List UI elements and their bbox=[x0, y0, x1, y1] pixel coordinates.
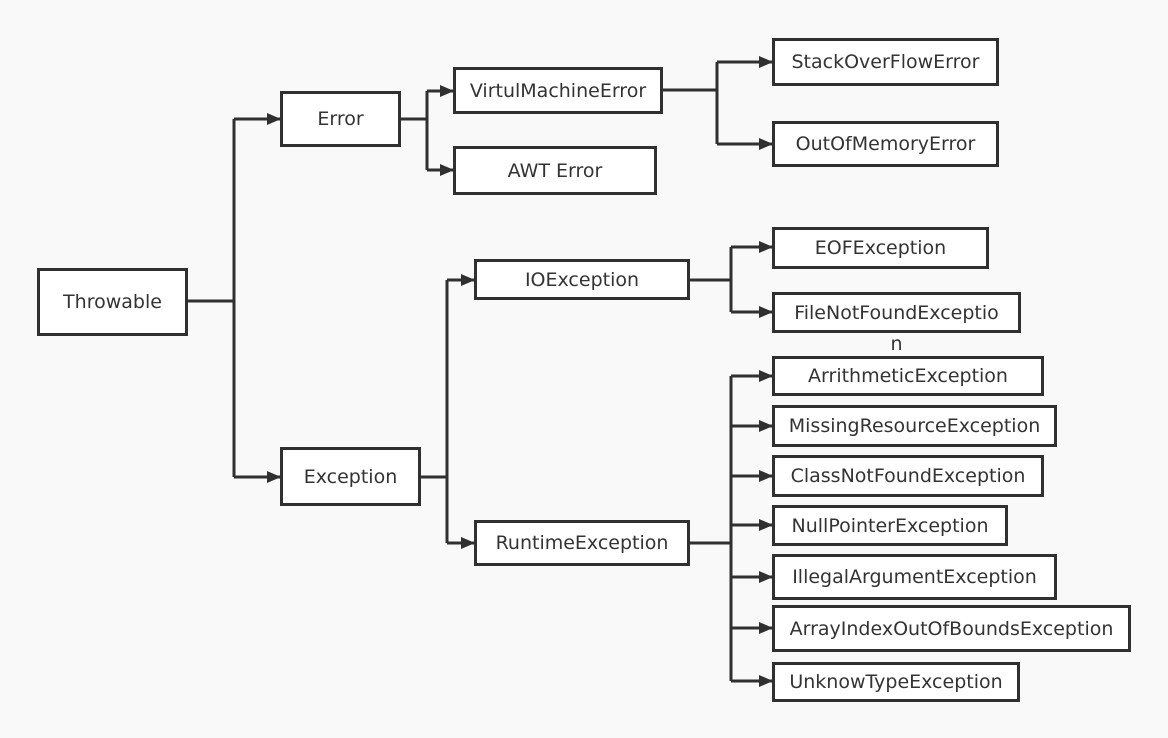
node-label: StackOverFlowError bbox=[791, 51, 980, 73]
node-array-index-exception: ArrayIndexOutOfBoundsException bbox=[772, 605, 1131, 652]
node-illegal-argument-exception: IllegalArgumentException bbox=[772, 554, 1057, 600]
node-label: Throwable bbox=[63, 291, 162, 313]
node-null-pointer-exception: NullPointerException bbox=[772, 505, 1008, 546]
node-missing-resource-exception: MissingResourceException bbox=[772, 405, 1057, 447]
node-label: OutOfMemoryError bbox=[795, 133, 976, 155]
node-label: IOException bbox=[524, 268, 640, 291]
node-error: Error bbox=[280, 91, 401, 147]
node-label: AWT Error bbox=[507, 159, 603, 182]
node-label: IllegalArgumentException bbox=[792, 566, 1037, 588]
node-runtime-exception: RuntimeException bbox=[474, 520, 690, 566]
node-exception: Exception bbox=[280, 447, 421, 506]
connector-throwable-trunk bbox=[188, 119, 236, 477]
connector-vm-trunk bbox=[663, 62, 719, 144]
node-io-exception: IOException bbox=[474, 259, 690, 300]
node-label: RuntimeException bbox=[495, 532, 669, 554]
node-eof-exception: EOFException bbox=[772, 227, 989, 269]
node-label: FileNotFoundExceptio bbox=[794, 301, 999, 324]
node-label: UnknowTypeException bbox=[789, 671, 1003, 693]
connector-exception-trunk bbox=[421, 280, 449, 543]
connector-runtime-trunk bbox=[690, 376, 733, 681]
connector-error-trunk bbox=[401, 91, 429, 170]
node-label: Error bbox=[317, 108, 364, 130]
node-label: ArrayIndexOutOfBoundsException bbox=[789, 617, 1114, 640]
connector-io-trunk bbox=[690, 247, 733, 312]
node-label: ClassNotFoundException bbox=[790, 465, 1026, 487]
node-label: NullPointerException bbox=[791, 514, 989, 537]
node-label-overflow: n bbox=[890, 333, 903, 355]
node-virtual-machine-error: VirtulMachineError bbox=[453, 67, 663, 114]
node-label: ArrithmeticException bbox=[808, 365, 1008, 387]
node-file-not-found-exception: FileNotFoundExceptio n bbox=[772, 292, 1021, 355]
node-awt-error: AWT Error bbox=[453, 146, 657, 195]
node-arrithmetic-exception: ArrithmeticException bbox=[772, 356, 1044, 396]
node-label: EOFException bbox=[814, 237, 947, 259]
node-label: VirtulMachineError bbox=[469, 79, 647, 102]
node-label: Exception bbox=[303, 465, 398, 488]
node-throwable: Throwable bbox=[37, 268, 188, 336]
node-out-of-memory-error: OutOfMemoryError bbox=[772, 121, 999, 167]
node-stack-overflow-error: StackOverFlowError bbox=[772, 38, 999, 86]
node-class-not-found-exception: ClassNotFoundException bbox=[772, 455, 1044, 497]
node-label: MissingResourceException bbox=[788, 415, 1041, 437]
node-unknow-type-exception: UnknowTypeException bbox=[772, 662, 1020, 702]
